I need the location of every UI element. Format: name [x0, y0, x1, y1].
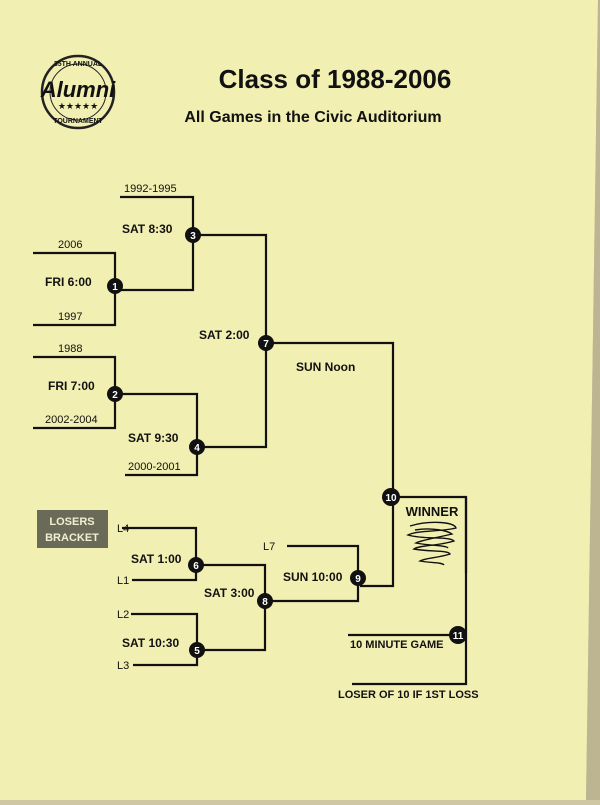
alumni-logo: 35TH ANNUAL Alumni ★★★★★ TOURNAMENT — [40, 54, 116, 130]
game-10-marker: 10 — [382, 488, 400, 506]
logo-arc-bottom: TOURNAMENT — [53, 118, 103, 125]
game-3-connector — [115, 195, 195, 292]
logo-ring — [40, 54, 116, 130]
game-4-marker: 4 — [189, 439, 205, 455]
time-game-3: SAT 8:30 — [122, 222, 173, 236]
game-11-connector — [352, 497, 468, 686]
game-1-number: 1 — [112, 282, 118, 293]
logo-arc-top: 35TH ANNUAL — [54, 61, 103, 68]
winner-label: WINNER — [406, 504, 459, 519]
game-6-marker: 6 — [188, 557, 204, 573]
game-11-number: 11 — [453, 631, 464, 642]
time-game-7: SAT 2:00 — [199, 328, 250, 342]
slot-l4: L4 — [117, 523, 129, 535]
time-game-6: SAT 1:00 — [131, 552, 182, 566]
game-2-number: 2 — [112, 390, 118, 401]
game-2-marker: 2 — [107, 386, 123, 402]
team-1988: 1988 — [58, 343, 82, 355]
ten-minute-game-label: 10 MINUTE GAME — [350, 639, 444, 651]
losers-bracket-line1: LOSERS — [49, 516, 94, 528]
game-5-marker: 5 — [189, 642, 205, 658]
game-5-number: 5 — [194, 646, 200, 657]
game-10-connector — [266, 341, 395, 588]
team-2000-2001: 2000-2001 — [128, 461, 181, 473]
time-game-5: SAT 10:30 — [122, 636, 179, 650]
game-1-marker: 1 — [107, 278, 123, 294]
logo-inner-ring — [49, 63, 107, 121]
winners-bracket-lines — [33, 195, 395, 588]
time-game-9: SUN 10:00 — [283, 570, 343, 584]
game-9-number: 9 — [355, 574, 361, 585]
losers-bracket-box: LOSERS BRACKET — [37, 510, 108, 548]
time-game-10: SUN Noon — [296, 360, 355, 374]
slot-l1: L1 — [117, 575, 129, 587]
slot-l3: L3 — [117, 660, 129, 672]
slot-l2: L2 — [117, 609, 129, 621]
game-7-number: 7 — [263, 339, 269, 350]
time-game-8: SAT 3:00 — [204, 586, 255, 600]
losers-bracket-line2: BRACKET — [45, 532, 99, 544]
game-4-number: 4 — [194, 443, 200, 454]
time-game-2: FRI 7:00 — [48, 379, 95, 393]
game-6-connector — [122, 526, 198, 582]
loser-of-10-label: LOSER OF 10 IF 1ST LOSS — [338, 689, 479, 701]
team-1997: 1997 — [58, 311, 82, 323]
time-game-4: SAT 9:30 — [128, 431, 179, 445]
scribble-2 — [413, 528, 454, 549]
page-title: Class of 1988-2006 — [219, 64, 452, 94]
team-2006: 2006 — [58, 239, 82, 251]
losers-bracket-bg — [37, 510, 108, 548]
game-8-number: 8 — [262, 597, 268, 608]
slot-l7: L7 — [263, 541, 275, 553]
winner-signature-scribble — [406, 521, 457, 566]
time-game-1: FRI 6:00 — [45, 275, 92, 289]
game-3-number: 3 — [190, 231, 196, 242]
game-10-number: 10 — [385, 493, 397, 504]
team-2002-2004: 2002-2004 — [45, 414, 98, 426]
star-icon: ★★★★★ — [58, 101, 98, 111]
game-markers: 1 2 3 4 5 6 7 8 9 10 11 — [107, 227, 467, 658]
game-5-connector — [131, 612, 199, 667]
game-7-marker: 7 — [258, 335, 274, 351]
team-1992-1995: 1992-1995 — [124, 183, 177, 195]
page-subtitle: All Games in the Civic Auditorium — [184, 109, 441, 126]
game-6-number: 6 — [193, 561, 199, 572]
game-4-connector — [115, 392, 199, 477]
paper-shadow-edge — [586, 0, 600, 800]
logo-script: Alumni — [40, 77, 116, 102]
game-9-marker: 9 — [350, 570, 366, 586]
game-11-marker: 11 — [449, 626, 467, 644]
game-8-marker: 8 — [257, 593, 273, 609]
game-3-marker: 3 — [185, 227, 201, 243]
